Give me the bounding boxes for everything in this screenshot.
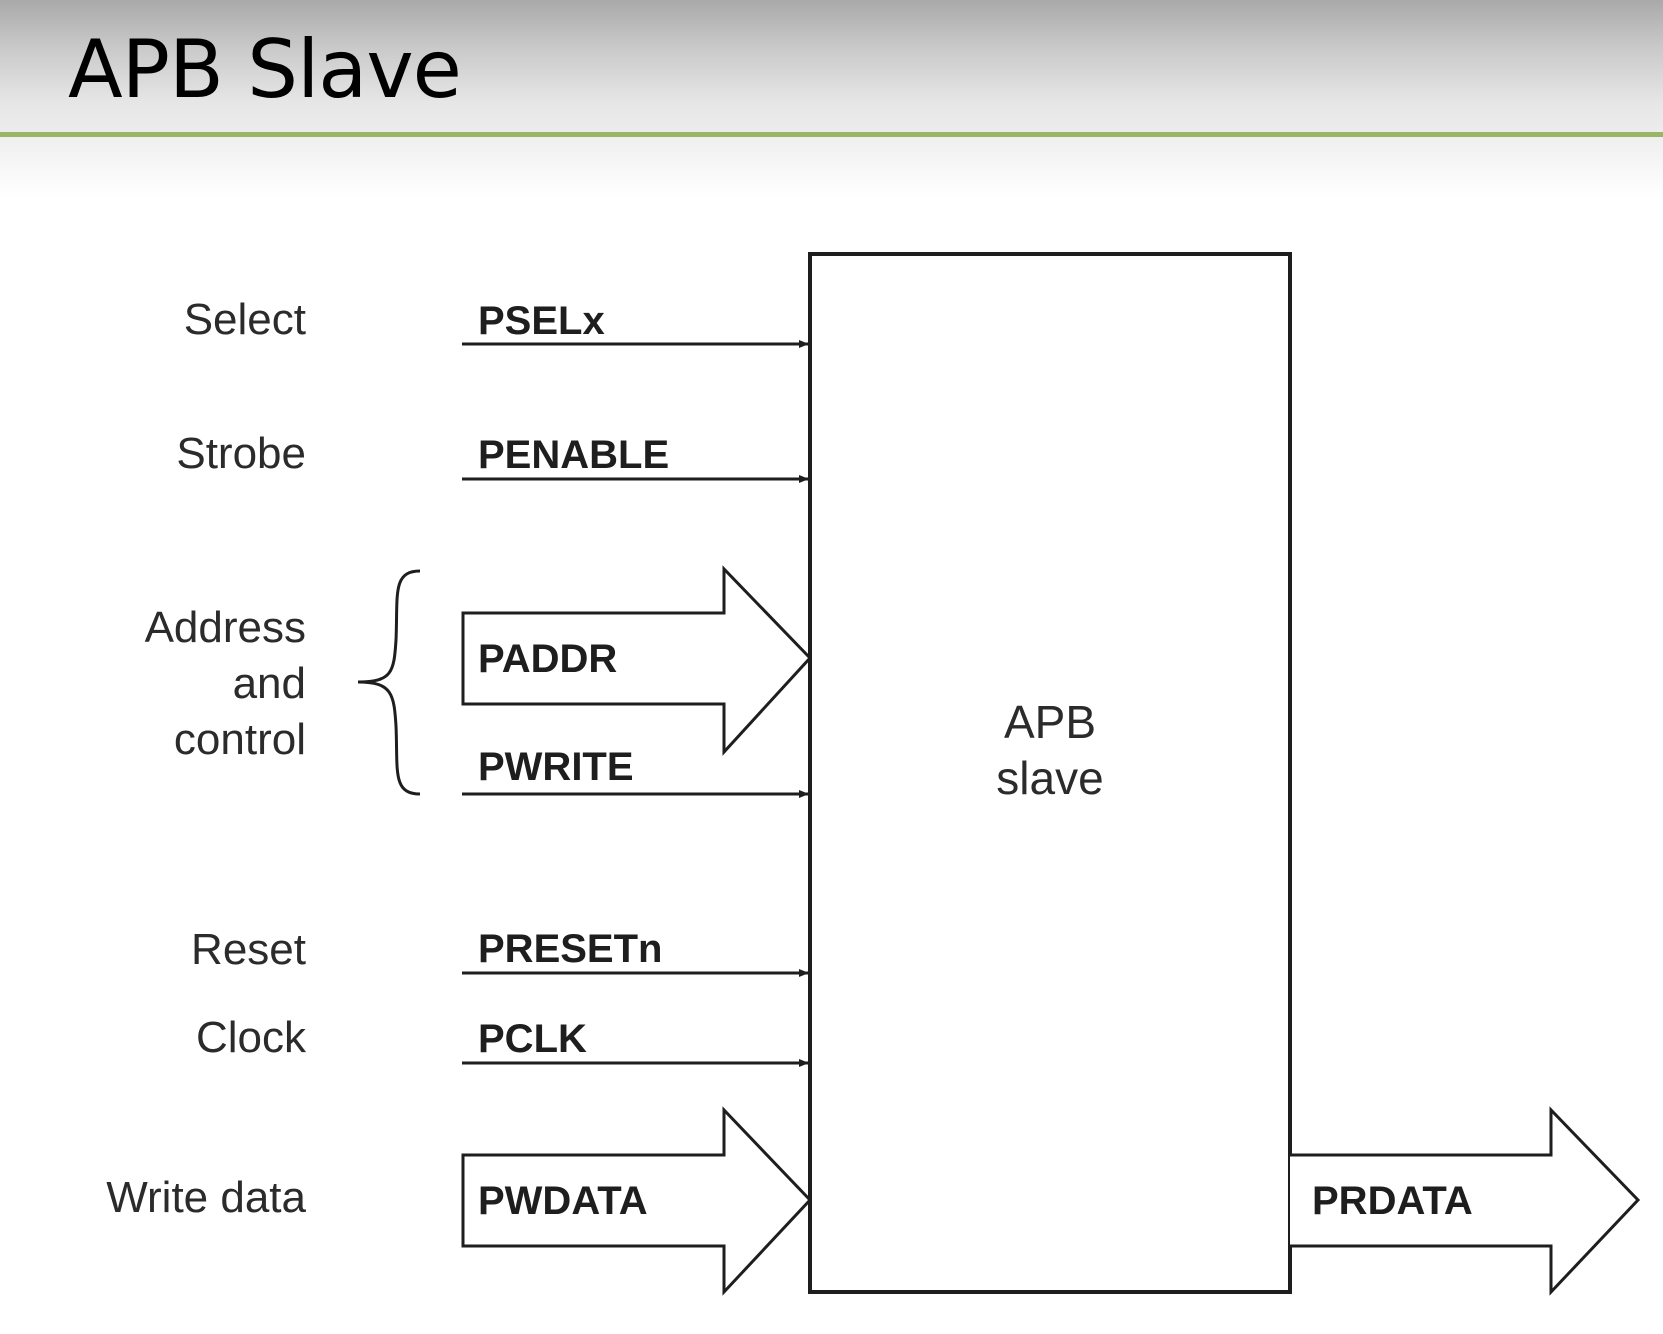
paddr-bus-arrow [461,565,813,756]
select-label: Select [184,295,306,344]
presetn-signal: PRESETn [478,927,662,971]
title-bar [0,0,1663,136]
address-label-line2: and [233,659,306,708]
address-label-line1: Address [145,603,306,652]
pwdata-bus-arrow [461,1106,813,1296]
address-label-line3: control [174,715,306,764]
apb-slave-block [808,252,1292,1294]
pwdata-signal: PWDATA [478,1179,648,1223]
prdata-signal: PRDATA [1312,1179,1473,1223]
title-fade [0,137,1663,197]
slide-title: APB Slave [68,23,462,116]
pwrite-signal: PWRITE [478,745,634,789]
prdata-bus-arrow [1290,1106,1641,1296]
penable-signal: PENABLE [478,433,669,477]
paddr-signal: PADDR [478,637,617,681]
clock-label: Clock [196,1013,307,1062]
address-control-brace [357,569,421,796]
reset-label: Reset [191,925,306,974]
write-data-label: Write data [106,1173,306,1222]
block-label-line2: slave [996,752,1103,804]
strobe-label: Strobe [176,429,306,478]
pclk-signal: PCLK [478,1017,587,1061]
block-label-line1: APB [1004,696,1096,748]
psel-signal: PSELx [478,299,605,343]
title-accent-rule [0,132,1663,137]
